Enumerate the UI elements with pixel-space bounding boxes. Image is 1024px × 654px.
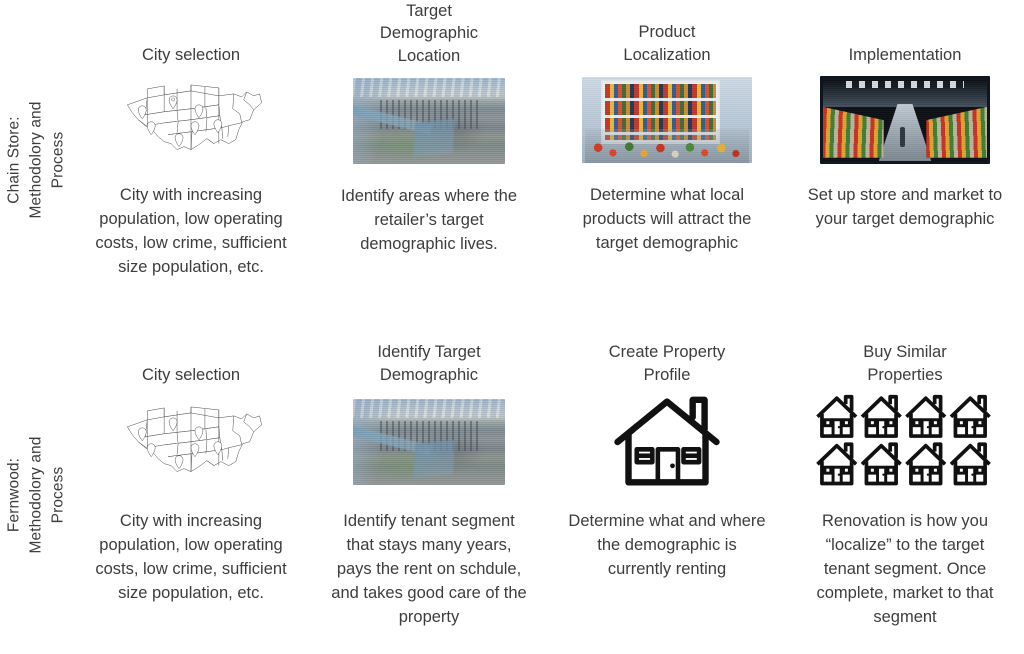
map-pins [138, 417, 223, 470]
cell-title: Target Demographic Location [379, 2, 479, 65]
cell-fernwood-identify-target-demographic: Identify Target Demographic Identify ten… [310, 320, 548, 654]
media-grocery-shelf [582, 74, 752, 166]
cell-fernwood-city-selection: City selection [72, 320, 310, 654]
row-label-line-2: Methodolory and [27, 101, 44, 219]
aerial-city-photo [353, 399, 505, 485]
us-map-icon [126, 406, 262, 472]
cell-title: Buy Similar Properties [863, 343, 947, 384]
media-house [612, 394, 722, 490]
media-store-interior [820, 74, 990, 166]
row-fernwood: City selection [72, 320, 1024, 654]
cell-title: Product Localization [623, 23, 711, 64]
cell-chain-implementation: Implementation Set up store and market t… [786, 0, 1024, 320]
store-interior-photo [820, 76, 990, 164]
cell-body: Determine what and where the demographic… [568, 512, 766, 578]
media-house-grid [816, 394, 994, 490]
grocery-shelf-photo [582, 77, 752, 163]
media-us-map [116, 394, 266, 490]
cell-body: Identify tenant segment that stays many … [331, 512, 527, 626]
house-grid-icon [816, 394, 992, 486]
row-label-line-3: Process [49, 466, 66, 524]
cell-title: City selection [141, 45, 241, 64]
cell-body: Set up store and market to your target d… [807, 186, 1003, 228]
row-label-fernwood: Fernwood: Methodolory and Process [0, 395, 72, 595]
cell-body: City with increasing population, low ope… [95, 512, 287, 602]
cell-body: Identify areas where the retailer’s targ… [340, 186, 518, 253]
cell-body: City with increasing population, low ope… [95, 186, 287, 276]
cell-title: City selection [141, 365, 241, 384]
cell-chain-city-selection: City selection [72, 0, 310, 320]
row-label-line-1: Chain Store: [5, 116, 22, 204]
row-chain-store: City selection [72, 0, 1024, 320]
cell-fernwood-create-property-profile: Create Property Profile Determine w [548, 320, 786, 654]
media-aerial-city [353, 394, 505, 490]
house-icon [614, 396, 720, 486]
row-label-chain-store: Chain Store: Methodolory and Process [0, 60, 72, 260]
diagram-grid: City selection [72, 0, 1024, 654]
cell-body: Renovation is how you “localize” to the … [816, 512, 994, 626]
cell-title: Identify Target Demographic [377, 343, 481, 384]
aerial-city-photo [353, 77, 505, 164]
media-us-map [116, 74, 266, 166]
media-aerial-city [353, 75, 505, 167]
cell-title: Create Property Profile [608, 343, 726, 384]
cell-chain-product-localization: Product Localization Determine what loca… [548, 0, 786, 320]
row-label-line-3: Process [49, 131, 66, 189]
row-label-line-1: Fernwood: [5, 457, 22, 533]
cell-fernwood-buy-similar-properties: Buy Similar Properties [786, 320, 1024, 654]
row-label-line-2: Methodolory and [27, 436, 44, 554]
us-map-icon [126, 84, 262, 150]
map-pins [138, 95, 223, 148]
cell-body: Determine what local products will attra… [582, 186, 752, 252]
cell-chain-target-demographic-location: Target Demographic Location Identify are… [310, 0, 548, 320]
cell-title: Implementation [848, 45, 962, 64]
